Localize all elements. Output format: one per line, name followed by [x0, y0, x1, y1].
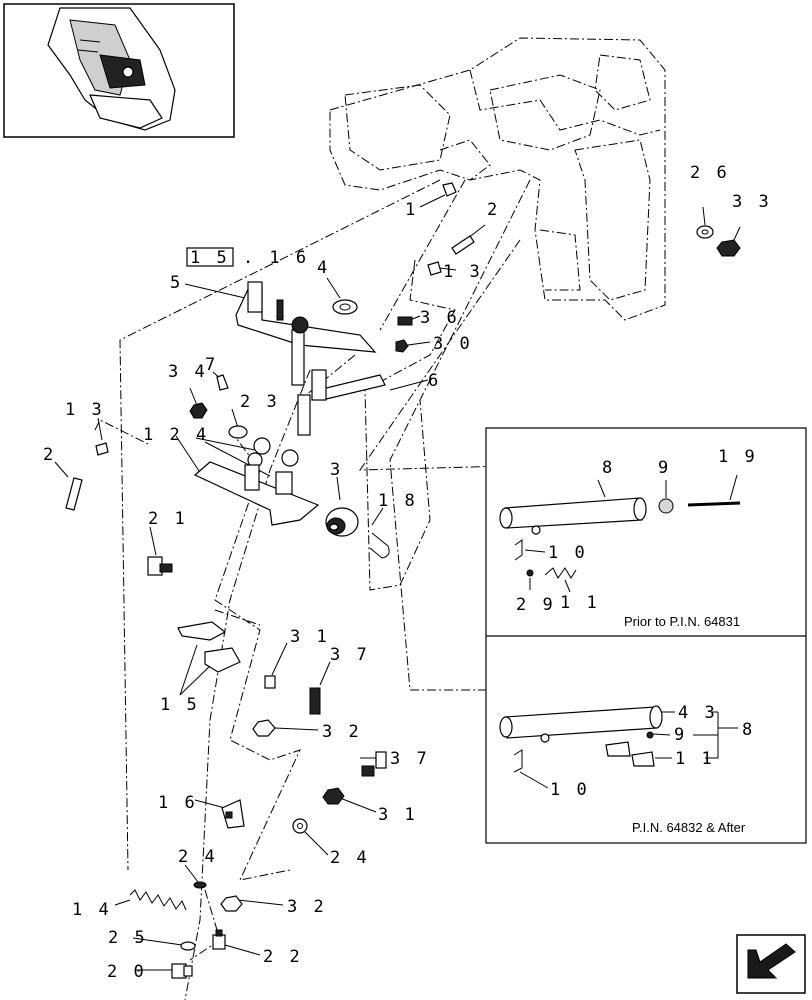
callout-30: 3 0: [433, 334, 473, 354]
part-33-nut[interactable]: [716, 239, 741, 257]
callout-14: 1 4: [72, 900, 112, 920]
part-31-nut[interactable]: [264, 675, 276, 689]
callout-5: 5: [170, 273, 183, 293]
inset-prior-callout-29: 2 9: [516, 595, 556, 615]
part-3-pulley[interactable]: [325, 507, 359, 537]
callout-37: 3 7: [330, 645, 370, 665]
part-15-guide[interactable]: [177, 621, 241, 673]
part-4-bushing[interactable]: [332, 299, 358, 315]
part-23-washer[interactable]: [228, 425, 248, 439]
inset-after-callout-9: 9: [674, 725, 687, 745]
callout-32-low: 3 2: [287, 897, 327, 917]
part-2-tube-left[interactable]: [65, 477, 83, 511]
callout-24-right: 2 4: [330, 848, 370, 868]
callout-34: 3 4: [168, 362, 208, 382]
inset-after-caption: P.I.N. 64832 & After: [632, 820, 746, 835]
back-arrow-icon[interactable]: [736, 934, 806, 994]
part-16-clip[interactable]: [221, 799, 245, 829]
callout-13: 1 3: [443, 262, 483, 282]
frame-outline: [329, 37, 666, 321]
inset-panel: 8 9 1 9 1 0 2 9 1 1 Prior to P.I.N. 6483…: [485, 427, 807, 844]
part-13-fitting[interactable]: [427, 261, 442, 276]
callouts: 1 2 1 3 2 6 3 3 4 5 3 6 3 0 6 7 3 4 2 3 …: [43, 163, 772, 982]
inset-prior-callout-10: 1 0: [548, 543, 588, 563]
part-1-fitting[interactable]: [442, 182, 457, 197]
callout-7: 7: [205, 355, 218, 375]
part-24-washer[interactable]: [292, 818, 308, 834]
part-37-bolt-mid[interactable]: [361, 751, 387, 777]
callout-23: 2 3: [240, 392, 280, 412]
callout-20: 2 0: [107, 962, 147, 982]
part-7-key[interactable]: [216, 374, 229, 391]
callout-31-mid: 3 1: [378, 805, 418, 825]
part-32-nut-low[interactable]: [220, 895, 243, 912]
part-25-washer[interactable]: [180, 941, 196, 951]
inset-after[interactable]: 4 3 8 9 1 1 1 0 P.I.N. 64832 & After: [499, 703, 755, 835]
part-24-washer-low[interactable]: [193, 881, 207, 889]
callout-1: 1: [405, 200, 418, 220]
callout-26: 2 6: [690, 163, 730, 183]
part-5-bracket[interactable]: [235, 281, 377, 386]
callout-2: 2: [487, 200, 500, 220]
inset-after-callout-8: 8: [742, 720, 755, 740]
part-30-nut[interactable]: [395, 339, 409, 353]
inset-prior-callout-11: 1 1: [560, 593, 600, 613]
callout-32: 3 2: [322, 722, 362, 742]
callout-2-left: 2: [43, 445, 56, 465]
inset-prior-callout-9: 9: [658, 458, 671, 478]
inset-prior-callout-19: 1 9: [718, 447, 758, 467]
part-13-fitting-left[interactable]: [95, 442, 109, 456]
callout-31: 3 1: [290, 627, 330, 647]
part-31-nut-mid[interactable]: [322, 787, 345, 805]
callout-36: 3 6: [420, 308, 460, 328]
inset-prior[interactable]: 8 9 1 9 1 0 2 9 1 1 Prior to P.I.N. 6483…: [499, 447, 758, 629]
part-37-bolt[interactable]: [309, 687, 321, 715]
part-2-tube[interactable]: [451, 235, 475, 255]
part-21-bolt[interactable]: [147, 556, 173, 576]
callout-25: 2 5: [108, 928, 148, 948]
inset-after-callout-10: 1 0: [550, 780, 590, 800]
part-36-screw[interactable]: [397, 316, 413, 326]
part-32-nut[interactable]: [252, 719, 276, 737]
reference-label: 1 5 . 1 6: [190, 248, 309, 268]
callout-4: 4: [317, 258, 330, 278]
locator-thumbnail[interactable]: [3, 3, 235, 138]
callout-3: 3: [330, 460, 343, 480]
callout-15: 1 5: [160, 695, 200, 715]
callout-18: 1 8: [378, 491, 418, 511]
parts: [65, 182, 741, 979]
callout-16: 1 6: [158, 793, 198, 813]
assembly-leaders: [94, 179, 546, 1000]
inset-prior-callout-8: 8: [602, 458, 615, 478]
part-14-spring[interactable]: [129, 889, 187, 911]
inset-prior-caption: Prior to P.I.N. 64831: [624, 614, 740, 629]
part-18-ubolt[interactable]: [369, 532, 390, 559]
part-22-bolt[interactable]: [212, 929, 226, 950]
callout-leaders: [54, 194, 741, 971]
part-34-nut[interactable]: [189, 402, 208, 419]
part-20-bolt[interactable]: [171, 963, 193, 979]
callout-124: 1 2 4: [143, 425, 209, 445]
inset-after-callout-11: 1 1: [675, 749, 715, 769]
part-6-arm[interactable]: [297, 369, 386, 436]
part-12-plate[interactable]: [193, 437, 320, 526]
reference-box[interactable]: 1 5 . 1 6: [186, 247, 309, 268]
callout-24-low: 2 4: [178, 847, 218, 867]
callout-13-left: 1 3: [65, 400, 105, 420]
inset-after-callout-43: 4 3: [678, 703, 718, 723]
callout-37-mid: 3 7: [390, 749, 430, 769]
callout-6: 6: [428, 371, 441, 391]
callout-22: 2 2: [263, 947, 303, 967]
callout-33: 3 3: [732, 192, 772, 212]
part-26-washer[interactable]: [696, 225, 714, 239]
callout-21: 2 1: [148, 509, 188, 529]
